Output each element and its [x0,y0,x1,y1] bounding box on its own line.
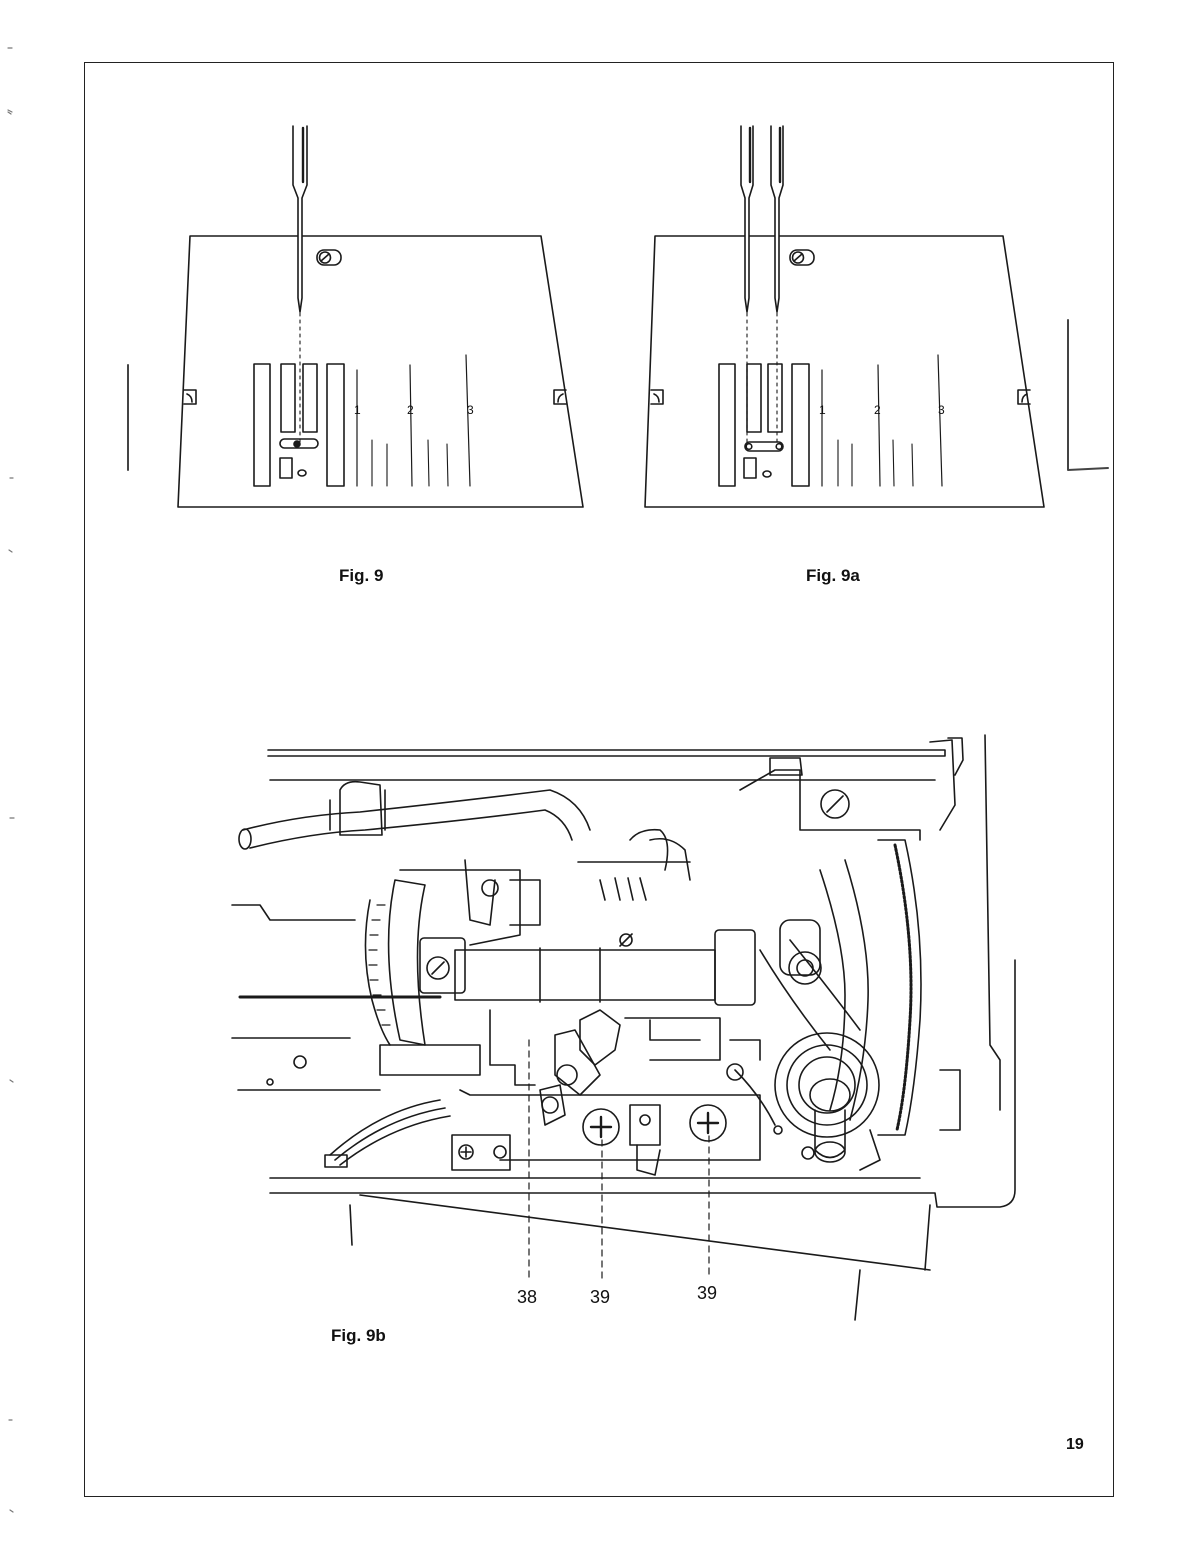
callout-39: 39 [697,1283,718,1303]
callout-38: 38 [517,1287,538,1307]
scale-mark-2: 2 [407,403,414,417]
fig9b-caption: Fig. 9b [331,1326,386,1345]
callout-39: 39 [590,1287,611,1307]
scale-mark-3: 3 [467,403,474,417]
fig9-needle-plate-diagram [177,125,584,508]
fig9-caption: Fig. 9 [339,566,384,585]
fig9b-machine-mechanism-diagram [231,734,1016,1321]
page-number: 19 [1066,1436,1084,1453]
fig9a-caption: Fig. 9a [806,566,860,585]
scale-mark-1: 1 [354,403,361,417]
scale-mark-3: 3 [938,403,945,417]
scale-mark-1: 1 [819,403,826,417]
page-frame [84,62,1114,1497]
scale-mark-2: 2 [874,403,881,417]
margin-marks [7,47,15,1513]
fig9a-needle-plate-diagram [127,125,1109,508]
